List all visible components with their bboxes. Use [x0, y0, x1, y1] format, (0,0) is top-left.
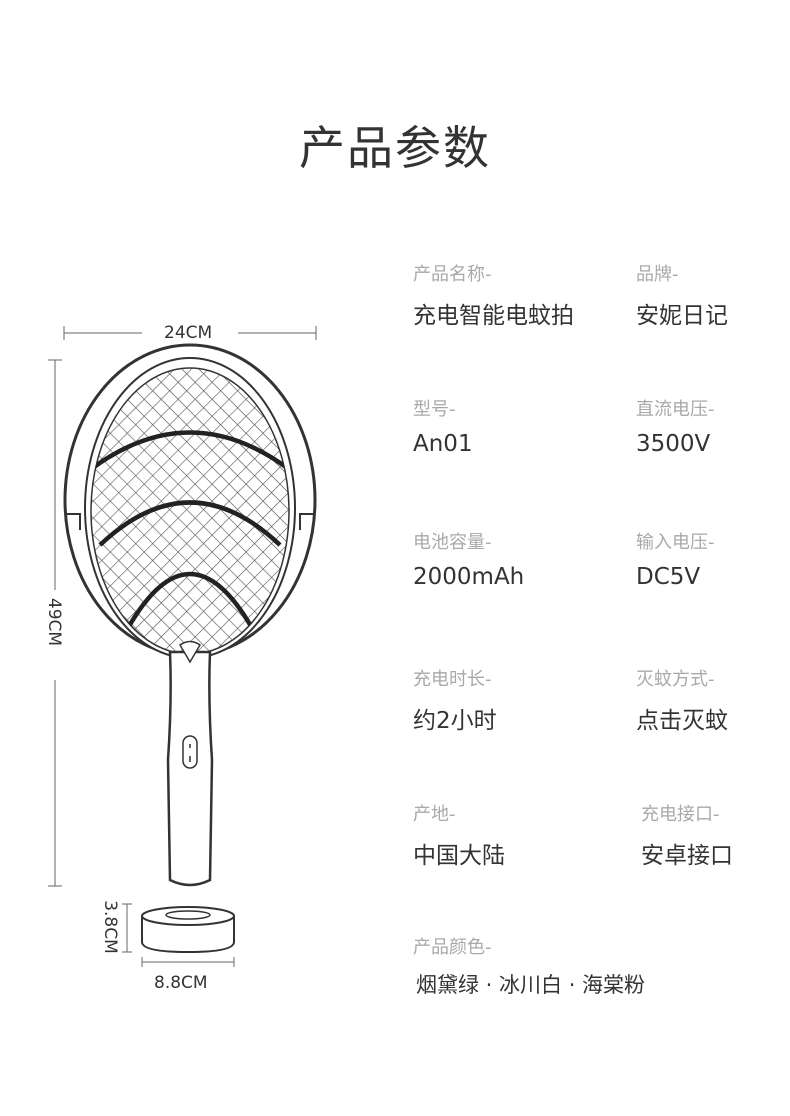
spec-value: 点击灭蚊 [636, 708, 728, 734]
spec-value: 约2小时 [413, 708, 497, 734]
frame-clip-right [299, 513, 314, 530]
spec-label: 电池容量- [413, 532, 492, 553]
spec-label: 输入电压- [636, 532, 715, 553]
height-dimension-line [48, 359, 62, 887]
spec-value: 3500V [636, 431, 711, 457]
base-width-dimension [141, 957, 235, 967]
spec-origin: 产地- 中国大陆 [413, 800, 505, 870]
spec-label: 型号- [413, 399, 456, 420]
spec-value: 中国大陆 [413, 843, 505, 869]
spec-model: 型号- An01 [413, 395, 473, 457]
spec-kill-method: 灭蚊方式- 点击灭蚊 [636, 665, 728, 735]
base-height-dimension [122, 903, 132, 953]
spec-label: 充电接口- [641, 804, 720, 825]
spec-value: An01 [413, 431, 473, 457]
spec-label: 充电时长- [413, 669, 492, 690]
spec-value: 充电智能电蚊拍 [413, 303, 574, 329]
spec-input-voltage: 输入电压- DC5V [636, 528, 715, 590]
spec-label: 产品名称- [413, 264, 492, 285]
spec-charging-port: 充电接口- 安卓接口 [641, 800, 733, 870]
spec-value: 烟黛绿 · 冰川白 · 海棠粉 [416, 973, 646, 997]
spec-label: 产品颜色- [413, 937, 492, 958]
spec-charge-time: 充电时长- 约2小时 [413, 665, 497, 735]
electrode-arc-2 [98, 500, 282, 547]
spec-value: DC5V [636, 564, 701, 590]
racket-mesh [90, 367, 290, 655]
width-dimension-line [63, 326, 317, 340]
spec-label: 直流电压- [636, 399, 715, 420]
electrode-arc-3 [126, 571, 254, 630]
spec-product-name: 产品名称- 充电智能电蚊拍 [413, 260, 574, 330]
indicator-light [179, 640, 201, 664]
spec-colors: 产品颜色- 烟黛绿 · 冰川白 · 海棠粉 [413, 933, 645, 999]
frame-clip-left [66, 513, 81, 530]
charging-base [141, 906, 235, 954]
spec-label: 产地- [413, 804, 456, 825]
power-button [182, 735, 198, 769]
base-width-label: 8.8CM [154, 973, 208, 993]
spec-value: 安妮日记 [636, 303, 728, 329]
page-title: 产品参数 [299, 121, 491, 175]
spec-value: 2000mAh [413, 564, 525, 590]
electrode-arc-1 [91, 430, 289, 472]
base-height-label: 3.8CM [99, 900, 120, 954]
spec-label: 品牌- [636, 264, 679, 285]
height-label: 49CM [44, 597, 65, 647]
width-label: 24CM [164, 323, 213, 343]
spec-dc-voltage: 直流电压- 3500V [636, 395, 715, 457]
spec-label: 灭蚊方式- [636, 669, 715, 690]
spec-battery: 电池容量- 2000mAh [413, 528, 524, 590]
spec-value: 安卓接口 [641, 843, 733, 869]
spec-brand: 品牌- 安妮日记 [636, 260, 728, 330]
